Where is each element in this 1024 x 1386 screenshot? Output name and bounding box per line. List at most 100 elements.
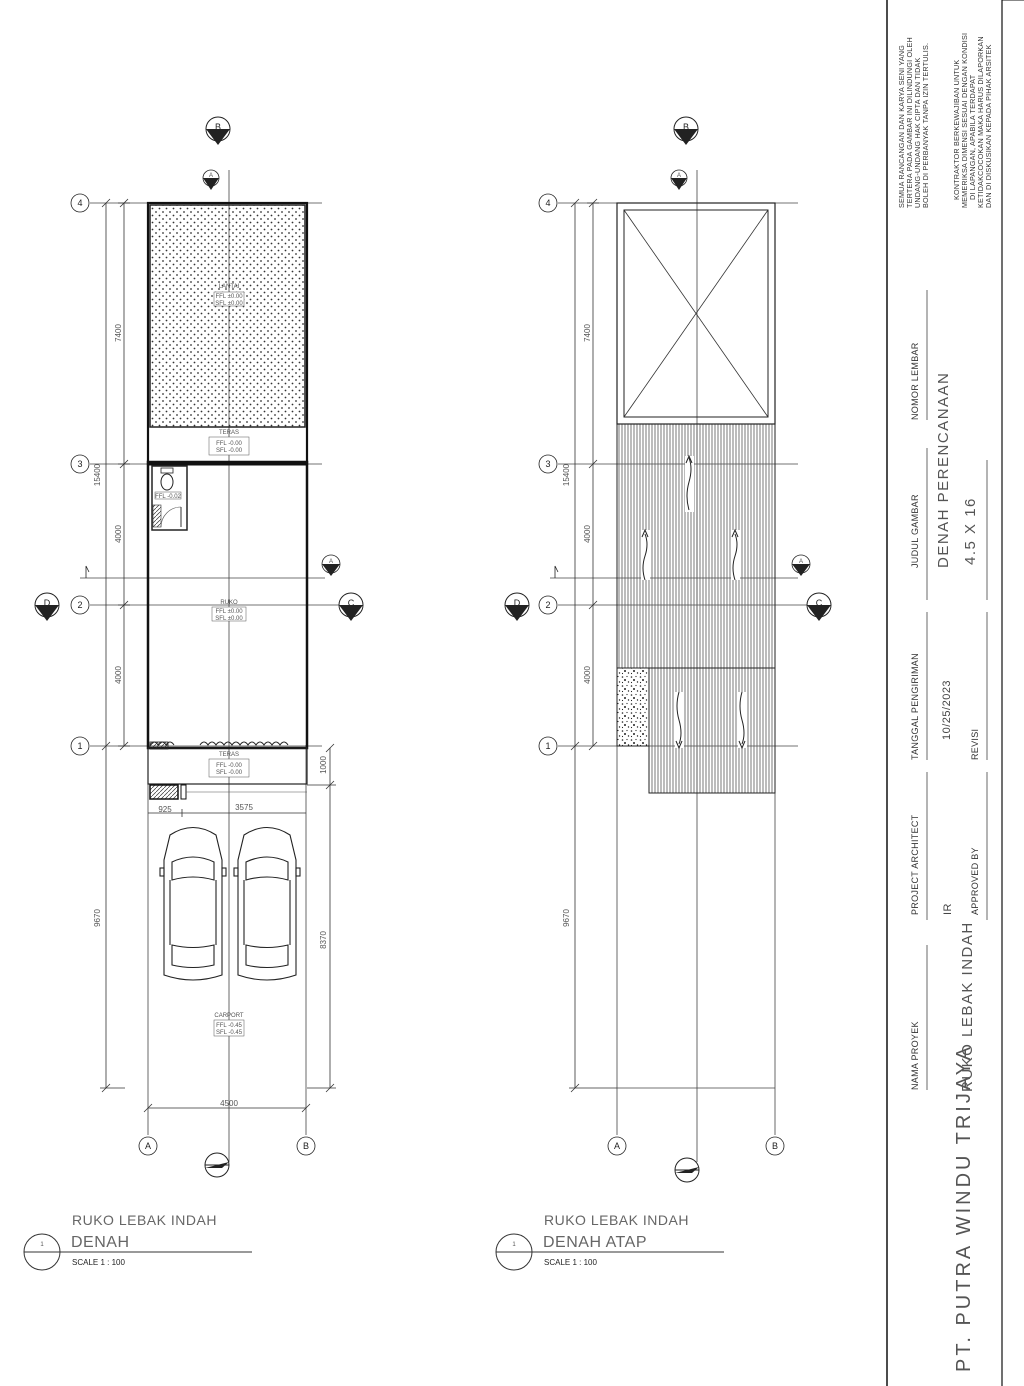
svg-text:1: 1 bbox=[512, 1242, 516, 1248]
svg-text:925: 925 bbox=[158, 805, 172, 814]
gravel-area bbox=[616, 667, 650, 747]
svg-text:C: C bbox=[816, 598, 823, 608]
svg-text:15400: 15400 bbox=[93, 463, 102, 486]
grid-bubbles-rows-roof: 4 3 2 1 bbox=[538, 193, 558, 756]
svg-text:BOLEH DI PERBANYAK TANPA IZIN: BOLEH DI PERBANYAK TANPA IZIN TERTULIS. bbox=[921, 43, 930, 208]
svg-text:DAN DI DISKUSIKAN KEPADA PIHAK: DAN DI DISKUSIKAN KEPADA PIHAK ARSITEK bbox=[984, 44, 993, 208]
floor-plan-denah: LANTAI FFL ±0.00 SFL ±0.00 TERAS FFL -0.… bbox=[23, 116, 364, 1271]
svg-text:A: A bbox=[145, 1141, 151, 1151]
company-name: PT. PUTRA WINDU TRIJAYA bbox=[953, 1044, 975, 1372]
svg-text:1000: 1000 bbox=[319, 756, 328, 774]
section-marker-left: D bbox=[34, 592, 60, 621]
svg-text:SCALE 1 : 100: SCALE 1 : 100 bbox=[544, 1258, 597, 1267]
folding-door bbox=[149, 741, 289, 746]
svg-text:RUKO LEBAK INDAH: RUKO LEBAK INDAH bbox=[72, 1212, 217, 1228]
drawing-title-denah: RUKO LEBAK INDAH DENAH 1 SCALE 1 : 100 bbox=[23, 1212, 252, 1271]
section-marker-side-small-roof: A bbox=[554, 554, 811, 578]
north-arrow-icon-roof bbox=[674, 1157, 700, 1183]
title-block: SEMUA RANCANGAN DAN KARYA SENI YANG TERT… bbox=[886, 0, 1024, 1386]
svg-text:1: 1 bbox=[545, 741, 550, 751]
svg-text:B: B bbox=[303, 1141, 309, 1151]
copyright-notes: SEMUA RANCANGAN DAN KARYA SENI YANG TERT… bbox=[897, 33, 993, 208]
grid-bubbles-cols-roof: A B bbox=[607, 1136, 785, 1156]
svg-text:C: C bbox=[348, 598, 355, 608]
svg-text:SFL ±0.00: SFL ±0.00 bbox=[215, 616, 243, 622]
svg-text:B: B bbox=[772, 1141, 778, 1151]
svg-text:8370: 8370 bbox=[319, 931, 328, 949]
tanggal-value: 10/25/2023 bbox=[941, 680, 953, 740]
svg-text:7400: 7400 bbox=[114, 324, 123, 342]
svg-text:UNDANG-UNDANG HAK CIPTA DAN TI: UNDANG-UNDANG HAK CIPTA DAN TIDAK bbox=[913, 57, 922, 208]
roof-plan-denah-atap: 7400 15400 4000 4000 9670 4 3 2 1 A B B bbox=[495, 116, 832, 1271]
svg-text:SFL ±0.00: SFL ±0.00 bbox=[215, 301, 243, 307]
svg-text:A: A bbox=[329, 559, 333, 565]
label-revisi: REVISI bbox=[970, 729, 980, 760]
svg-text:3: 3 bbox=[77, 459, 82, 469]
svg-text:3575: 3575 bbox=[235, 803, 253, 812]
svg-text:DI LAPANGAN, APABILA TERDAPAT: DI LAPANGAN, APABILA TERDAPAT bbox=[968, 74, 977, 200]
svg-text:SFL -0.45: SFL -0.45 bbox=[216, 1030, 243, 1036]
svg-text:TERTERA PADA GAMBAR INI DILIND: TERTERA PADA GAMBAR INI DILINDUNGI OLEH bbox=[905, 37, 914, 208]
svg-text:SFL -0.00: SFL -0.00 bbox=[216, 770, 243, 776]
svg-text:3: 3 bbox=[545, 459, 550, 469]
svg-text:2: 2 bbox=[77, 600, 82, 610]
svg-text:4000: 4000 bbox=[114, 666, 123, 684]
svg-text:FFL -0.02: FFL -0.02 bbox=[155, 494, 181, 500]
car-icon-left bbox=[159, 826, 227, 981]
roof-sheet-upper bbox=[616, 423, 776, 669]
svg-text:SEMUA RANCANGAN DAN KARYA SENI: SEMUA RANCANGAN DAN KARYA SENI YANG bbox=[897, 45, 906, 208]
svg-text:9670: 9670 bbox=[93, 909, 102, 927]
svg-text:KONTRAKTOR BERKEWAJIBAN UNTUK: KONTRAKTOR BERKEWAJIBAN UNTUK bbox=[952, 60, 961, 200]
svg-text:B: B bbox=[215, 122, 221, 132]
label-tanggal: TANGGAL PENGIRIMAN bbox=[910, 653, 920, 760]
wc-room bbox=[151, 465, 188, 531]
svg-text:FFL -0.00: FFL -0.00 bbox=[216, 763, 242, 769]
svg-text:15400: 15400 bbox=[562, 463, 571, 486]
north-arrow-icon bbox=[204, 1152, 230, 1178]
section-marker-side-small: A bbox=[85, 554, 341, 578]
svg-text:MEMERIKSA DIMENSI SESUAI DENGA: MEMERIKSA DIMENSI SESUAI DENGAN KONDISI bbox=[960, 33, 969, 208]
svg-text:7400: 7400 bbox=[583, 324, 592, 342]
architect-value: IR bbox=[942, 903, 954, 915]
room-label-carport: CARPORT bbox=[214, 1013, 244, 1019]
room-label-teras-back: TERAS bbox=[219, 430, 239, 436]
label-project-architect: PROJECT ARCHITECT bbox=[910, 814, 920, 915]
section-marker-top-small: A bbox=[202, 169, 220, 190]
svg-text:4000: 4000 bbox=[583, 666, 592, 684]
svg-text:A: A bbox=[209, 173, 213, 179]
svg-text:4: 4 bbox=[545, 198, 550, 208]
svg-text:4000: 4000 bbox=[583, 525, 592, 543]
section-marker-top: B bbox=[205, 116, 231, 145]
dimension-lines-left bbox=[100, 198, 130, 1093]
svg-text:FFL ±0.00: FFL ±0.00 bbox=[215, 294, 243, 300]
grid-bubbles-rows: 4 3 2 1 bbox=[70, 193, 90, 756]
svg-text:A: A bbox=[614, 1141, 620, 1151]
nama-proyek-value: RUKO LEBAK INDAH bbox=[959, 921, 976, 1092]
room-label-teras-front: TERAS bbox=[219, 752, 239, 758]
svg-text:DENAH: DENAH bbox=[71, 1234, 130, 1251]
svg-text:B: B bbox=[683, 122, 689, 132]
svg-text:DENAH ATAP: DENAH ATAP bbox=[543, 1234, 647, 1251]
label-approved-by: APPROVED BY bbox=[970, 847, 980, 915]
judul-gambar-value: DENAH PERENCANAAN bbox=[935, 372, 952, 568]
label-judul-gambar: JUDUL GAMBAR bbox=[910, 494, 920, 568]
svg-text:D: D bbox=[514, 598, 521, 608]
front-terrace bbox=[147, 747, 308, 785]
ukuran-value: 4.5 X 16 bbox=[962, 497, 979, 565]
svg-text:D: D bbox=[44, 598, 51, 608]
svg-text:9670: 9670 bbox=[562, 909, 571, 927]
upper-open-area bbox=[149, 204, 306, 428]
svg-text:RUKO LEBAK INDAH: RUKO LEBAK INDAH bbox=[544, 1212, 689, 1228]
roof-sheet-lower bbox=[648, 667, 776, 794]
svg-text:4000: 4000 bbox=[114, 525, 123, 543]
toilet-icon bbox=[160, 473, 174, 491]
section-marker-top-roof: B bbox=[673, 116, 699, 145]
car-icon-right bbox=[233, 826, 301, 981]
roof-slope-arrows bbox=[641, 454, 747, 750]
svg-text:A: A bbox=[677, 173, 681, 179]
svg-text:KETIDAKCOCOKAN MAKA HARUS DILA: KETIDAKCOCOKAN MAKA HARUS DILAPORKAN bbox=[976, 36, 985, 208]
label-nama-proyek: NAMA PROYEK bbox=[910, 1021, 920, 1090]
section-marker-top-small-roof: A bbox=[670, 169, 688, 190]
svg-text:A: A bbox=[799, 559, 803, 565]
